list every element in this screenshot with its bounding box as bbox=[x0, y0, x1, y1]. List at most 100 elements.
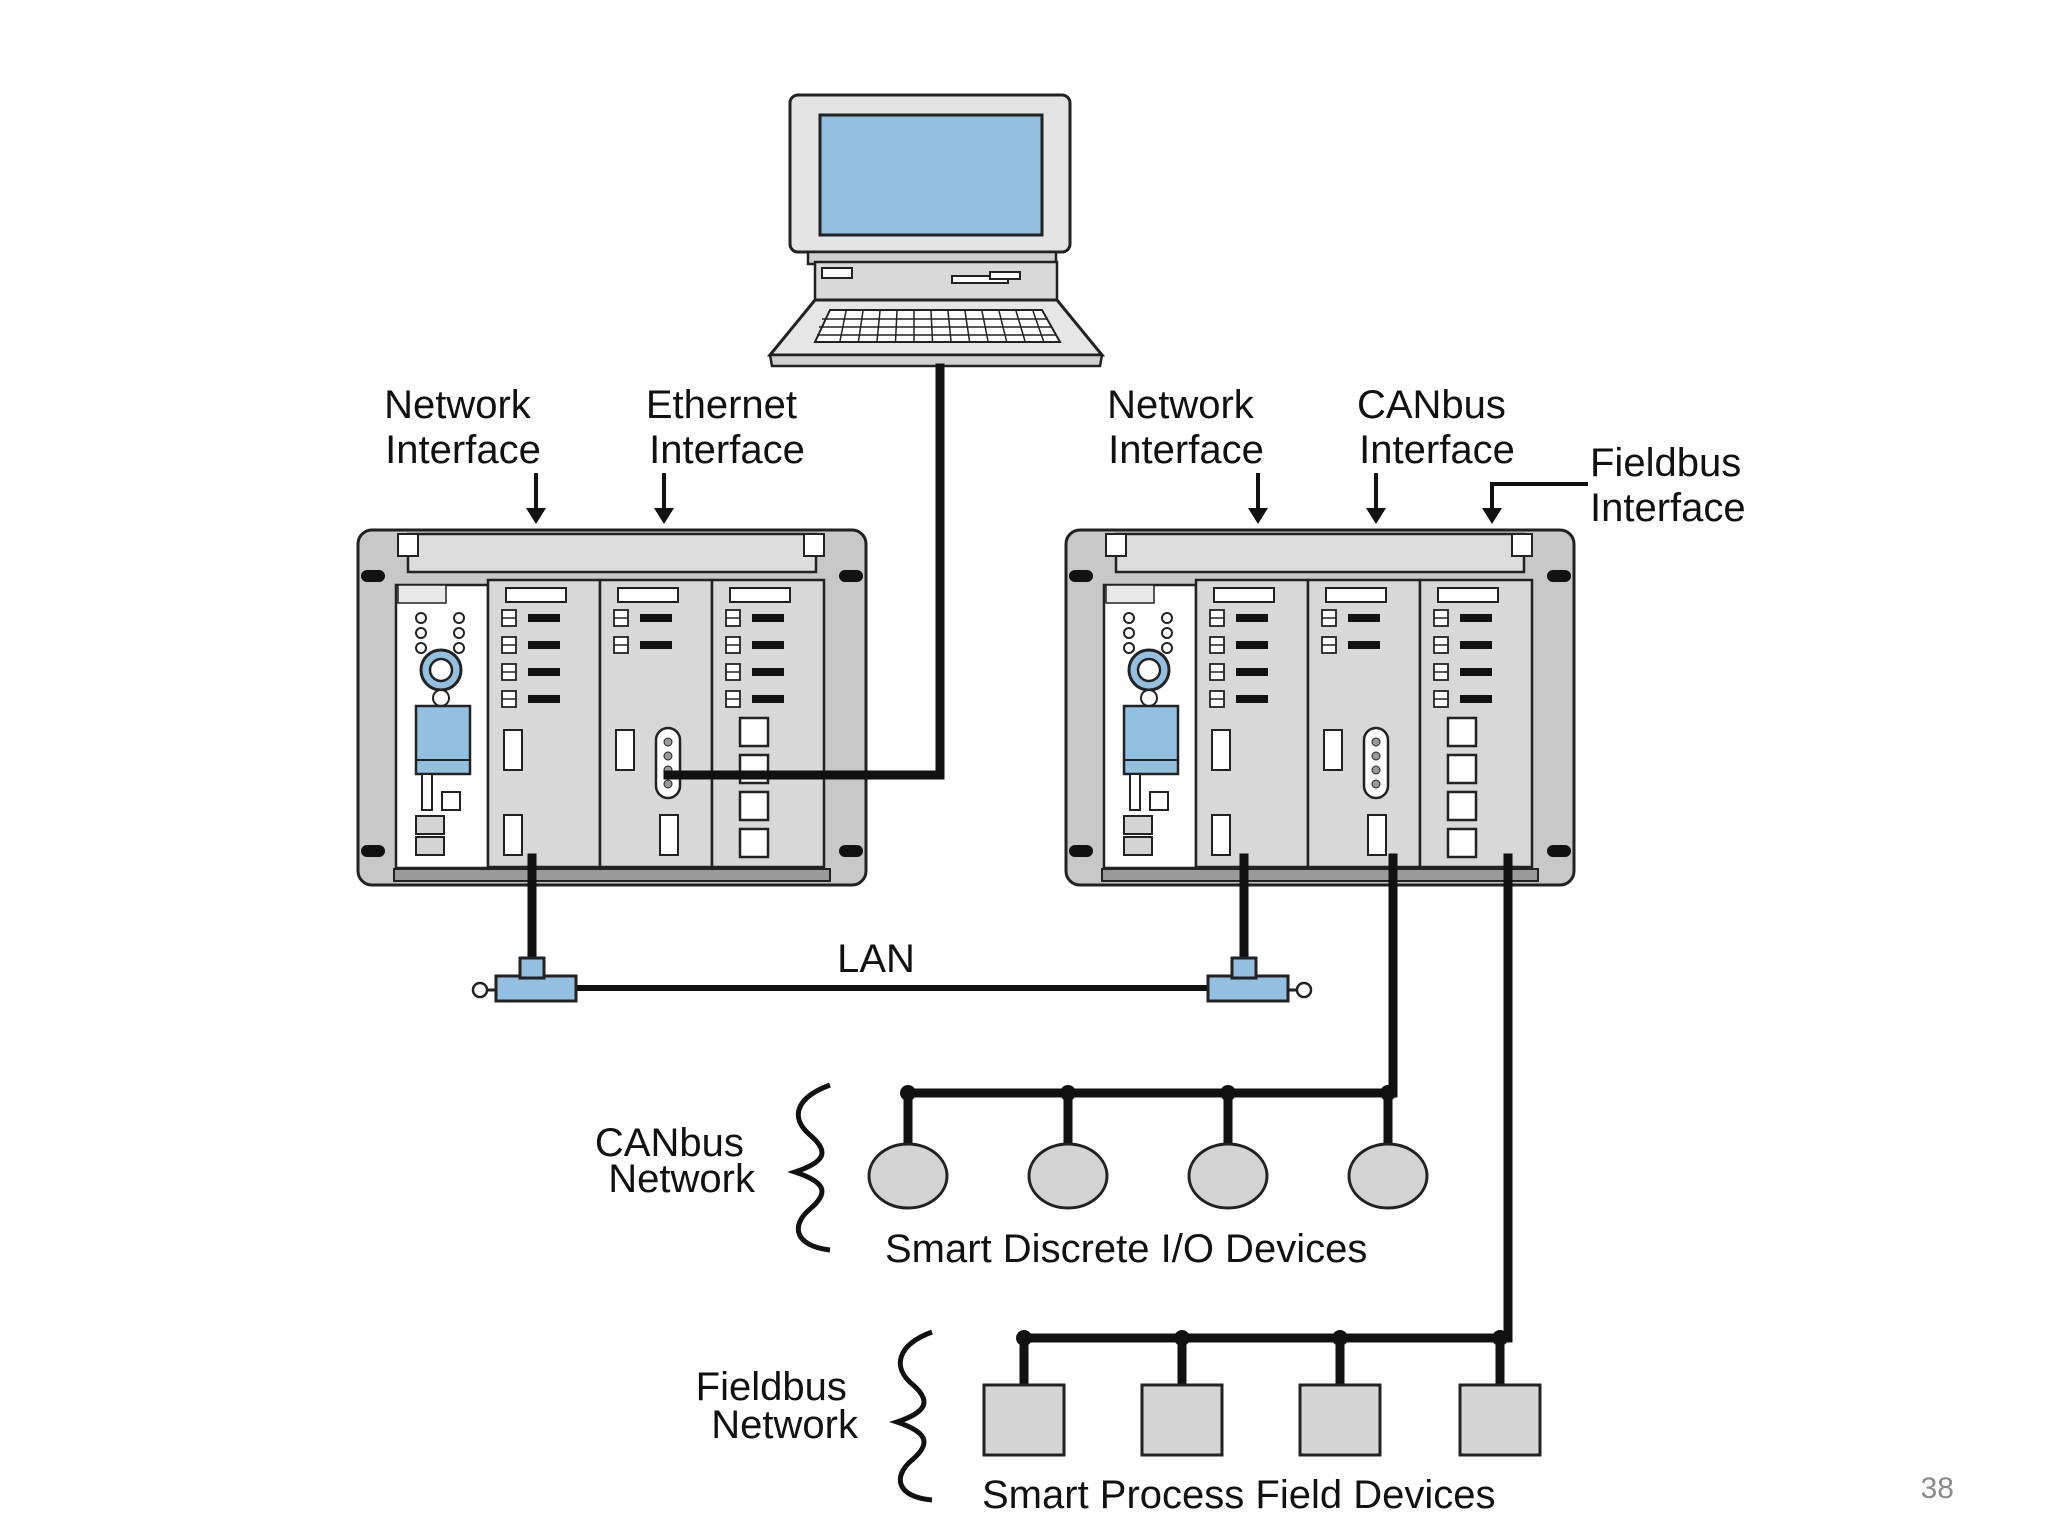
page-number: 38 bbox=[1921, 1472, 1954, 1505]
fieldbus-port bbox=[1446, 827, 1478, 859]
memory-card bbox=[1122, 704, 1180, 776]
mount-hole bbox=[1547, 845, 1571, 857]
led-bar bbox=[1236, 641, 1268, 649]
module-label-strip bbox=[1437, 587, 1499, 603]
smart-discrete-io-devices-label: Smart Discrete I/O Devices bbox=[885, 1227, 1367, 1271]
mount-hole bbox=[1069, 570, 1093, 582]
led-bar bbox=[640, 614, 672, 622]
led-bar bbox=[1460, 641, 1492, 649]
cpu-tab bbox=[397, 584, 447, 604]
bottom-rail bbox=[1101, 868, 1539, 882]
ethernet-cable bbox=[663, 363, 945, 780]
key-switch-center bbox=[428, 657, 454, 683]
cpu-port bbox=[421, 773, 433, 811]
fieldbus-port bbox=[738, 790, 770, 822]
controller-rack-left bbox=[356, 528, 868, 887]
left-ethernet-interface-label: Ethernet Interface bbox=[646, 383, 808, 472]
junction-dot bbox=[1220, 1085, 1236, 1101]
led-bar bbox=[752, 668, 784, 676]
mount-hole bbox=[361, 845, 385, 857]
discrete-io-device bbox=[1027, 1142, 1109, 1210]
canbus-network-label: CANbus Network bbox=[595, 1121, 756, 1201]
led-bar bbox=[752, 614, 784, 622]
led bbox=[1123, 627, 1135, 639]
led-bar bbox=[1236, 614, 1268, 622]
led-bar bbox=[528, 641, 560, 649]
module-label-strip bbox=[505, 587, 567, 603]
cpu-button bbox=[432, 689, 450, 707]
top-rail bbox=[1114, 532, 1526, 574]
module-label-strip bbox=[1213, 587, 1275, 603]
process-field-device bbox=[1140, 1383, 1224, 1457]
junction-dot bbox=[1060, 1085, 1076, 1101]
ethernet-port bbox=[654, 726, 682, 800]
led-bar bbox=[752, 695, 784, 703]
fieldbus-port bbox=[1446, 753, 1478, 785]
mount-hole bbox=[839, 570, 863, 582]
key-switch-center bbox=[1136, 657, 1162, 683]
bottom-rail bbox=[393, 868, 831, 882]
cpu-connector bbox=[1123, 836, 1153, 856]
fieldbus-port bbox=[738, 827, 770, 859]
process-field-device bbox=[1458, 1383, 1542, 1457]
top-rail bbox=[406, 532, 818, 574]
lan-label: LAN bbox=[837, 937, 915, 981]
cpu-port bbox=[441, 791, 461, 811]
led bbox=[453, 642, 465, 654]
led bbox=[415, 612, 427, 624]
led-bar bbox=[1460, 614, 1492, 622]
led-bar bbox=[640, 641, 672, 649]
cpu-connector bbox=[415, 815, 445, 835]
right-canbus-interface-label: CANbus Interface bbox=[1357, 383, 1517, 472]
junction-dot bbox=[900, 1085, 916, 1101]
led-bar bbox=[1348, 641, 1380, 649]
left-network-interface-label: Network Interface bbox=[384, 383, 542, 472]
led bbox=[1123, 642, 1135, 654]
led bbox=[453, 612, 465, 624]
smart-discrete-io-devices bbox=[867, 1085, 1429, 1210]
label-arrows bbox=[526, 473, 1588, 524]
fieldbus-network-label: Fieldbus Network bbox=[696, 1365, 859, 1447]
discrete-io-device bbox=[867, 1142, 949, 1210]
memory-card bbox=[414, 704, 472, 776]
terminal-block bbox=[503, 729, 523, 771]
laptop-icon bbox=[766, 93, 1106, 368]
mount-hole bbox=[1547, 570, 1571, 582]
terminal-block bbox=[1211, 729, 1231, 771]
led-bar bbox=[528, 695, 560, 703]
tee-connector-icon bbox=[1206, 956, 1313, 1003]
rail-clip bbox=[397, 533, 419, 557]
module-label-strip bbox=[1325, 587, 1387, 603]
led bbox=[415, 642, 427, 654]
cpu-tab bbox=[1105, 584, 1155, 604]
mount-hole bbox=[839, 845, 863, 857]
led-bar bbox=[528, 668, 560, 676]
junction-dot bbox=[1174, 1330, 1190, 1346]
cpu-connector bbox=[1123, 815, 1153, 835]
cpu-port bbox=[1129, 773, 1141, 811]
led bbox=[1161, 642, 1173, 654]
fieldbus-port bbox=[1446, 716, 1478, 748]
led-bar bbox=[1460, 695, 1492, 703]
led bbox=[453, 627, 465, 639]
process-field-device bbox=[982, 1383, 1066, 1457]
ethernet-port bbox=[1362, 726, 1390, 800]
cpu-port bbox=[1149, 791, 1169, 811]
process-field-device bbox=[1298, 1383, 1382, 1457]
network-port bbox=[1211, 814, 1231, 856]
right-network-interface-label: Network Interface bbox=[1107, 383, 1265, 472]
mount-hole bbox=[1069, 845, 1093, 857]
terminal-block bbox=[615, 729, 635, 771]
rail-clip bbox=[803, 533, 825, 557]
module-label-strip bbox=[729, 587, 791, 603]
junction-dot bbox=[1492, 1330, 1508, 1346]
controller-rack-right bbox=[1064, 528, 1576, 887]
led bbox=[1123, 612, 1135, 624]
terminal-block bbox=[1323, 729, 1343, 771]
discrete-io-device bbox=[1347, 1142, 1429, 1210]
rail-clip bbox=[1105, 533, 1127, 557]
led-bar bbox=[1348, 614, 1380, 622]
junction-dot bbox=[1016, 1330, 1032, 1346]
